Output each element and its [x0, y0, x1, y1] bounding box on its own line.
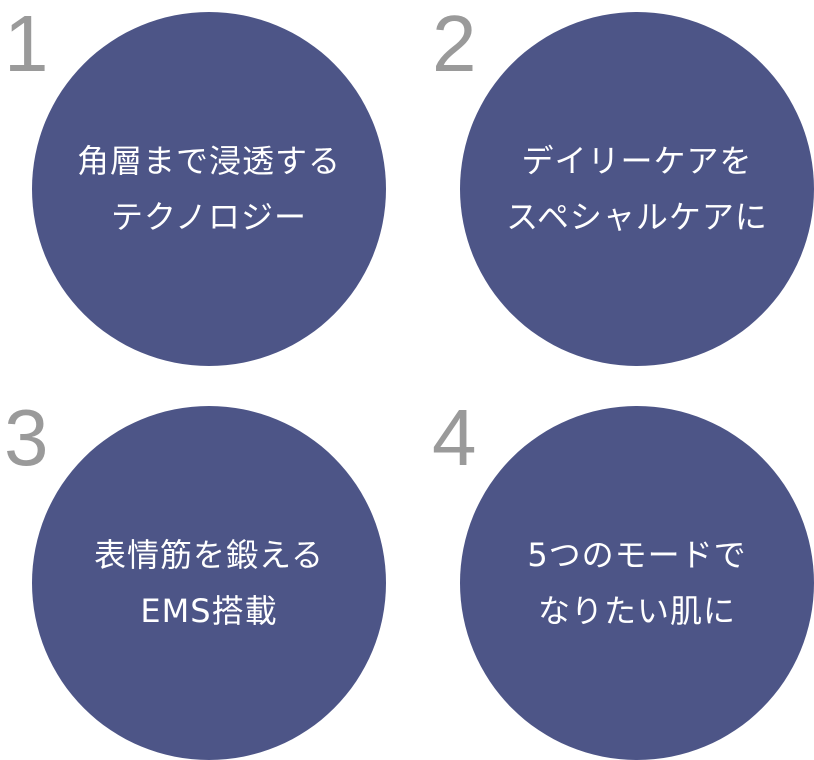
feature-text-line-1: 角層まで浸透する	[76, 142, 341, 180]
feature-text-line-2: EMS搭載	[140, 592, 278, 630]
feature-circle: デイリーケアを スペシャルケアに	[460, 12, 814, 366]
feature-circle: 角層まで浸透する テクノロジー	[32, 12, 386, 366]
feature-circle: 表情筋を鍛える EMS搭載	[32, 406, 386, 760]
feature-text-line-1: 5つのモードで	[527, 536, 747, 574]
feature-1: 1 角層まで浸透する テクノロジー	[4, 0, 386, 366]
feature-number: 3	[4, 393, 49, 482]
feature-number: 4	[432, 393, 477, 482]
feature-number: 2	[432, 0, 477, 88]
feature-text-line-2: スペシャルケアに	[506, 198, 768, 236]
feature-text-line-1: デイリーケアを	[521, 142, 753, 180]
feature-2: 2 デイリーケアを スペシャルケアに	[432, 0, 814, 366]
feature-circle: 5つのモードで なりたい肌に	[460, 406, 814, 760]
feature-text-line-2: なりたい肌に	[537, 592, 736, 630]
feature-4: 4 5つのモードで なりたい肌に	[432, 393, 814, 760]
feature-3: 3 表情筋を鍛える EMS搭載	[4, 393, 386, 760]
feature-number: 1	[4, 0, 49, 88]
feature-text-line-1: 表情筋を鍛える	[93, 536, 325, 574]
feature-text-line-2: テクノロジー	[110, 198, 308, 236]
